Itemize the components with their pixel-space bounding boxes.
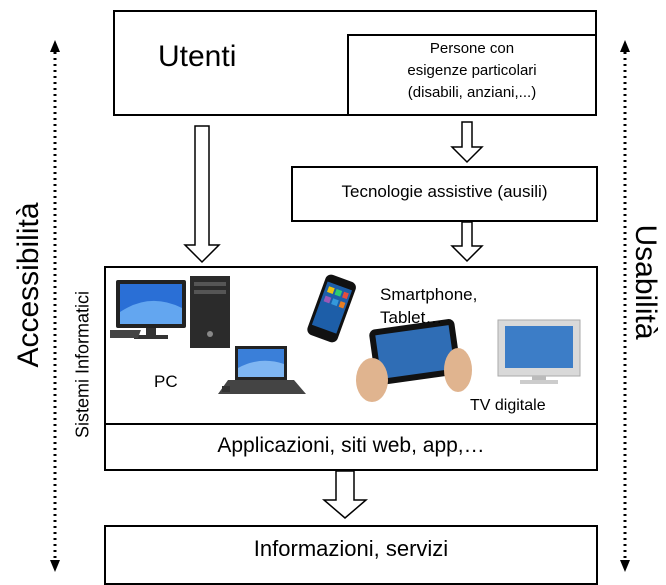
tv-label: TV digitale (470, 397, 546, 414)
needs-to-assistive-arrow (450, 121, 484, 164)
accessibility-axis-arrow (50, 40, 60, 572)
tablet-icon (356, 319, 472, 402)
assistive-to-systems-arrow (450, 221, 484, 263)
assistive-tech-label: Tecnologie assistive (ausili) (341, 182, 548, 201)
apps-to-outputs-arrow (321, 470, 369, 519)
users-title: Utenti (158, 40, 237, 73)
users-to-systems-arrow (183, 125, 221, 264)
smartphone-icon (307, 274, 356, 343)
assistive-tech-box (291, 166, 598, 222)
systems-side-label: Sistemi Informatici (72, 290, 93, 439)
applications-label: Applicazioni, siti web, app,… (217, 434, 485, 457)
usability-axis-label: Usabilità (629, 224, 662, 340)
mobile-label-line-2: Tablet… (380, 308, 443, 327)
special-needs-box (347, 34, 597, 116)
devices-illustration (110, 274, 581, 402)
accessibility-axis-label: Accessibilità (12, 202, 45, 368)
usability-axis-arrow (620, 40, 630, 572)
laptop-icon (218, 346, 306, 394)
applications-row (104, 423, 598, 471)
desktop-pc-icon (110, 276, 230, 348)
outputs-label: Informazioni, servizi (253, 536, 449, 561)
special-needs-line-2: esigenze particolari (407, 62, 537, 79)
tv-icon (497, 319, 581, 384)
pc-label: PC (154, 372, 178, 391)
mobile-label-line-1: Smartphone, (380, 285, 478, 304)
special-needs-line-1: Persone con (429, 40, 515, 57)
special-needs-line-3: (disabili, anziani,...) (407, 84, 537, 101)
